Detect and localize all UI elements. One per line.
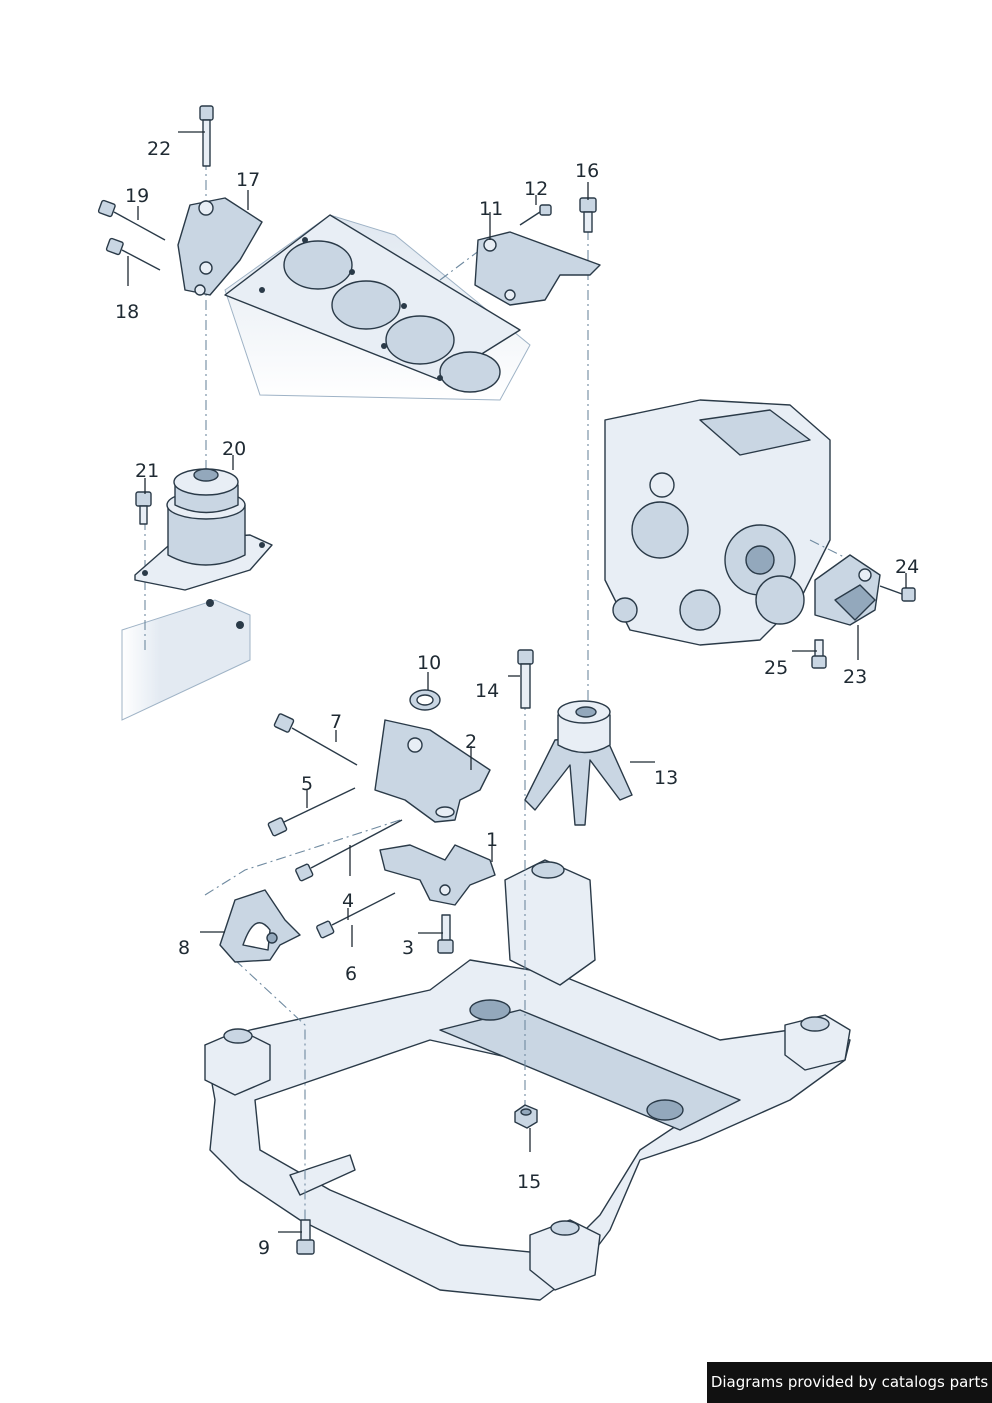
- bolt-21: [135, 491, 152, 525]
- callout-7: 7: [330, 711, 342, 733]
- bolt-19: [97, 199, 166, 241]
- side-rail: [121, 599, 251, 721]
- callout-22: 22: [147, 138, 171, 160]
- bolt-14: [517, 649, 534, 709]
- callout-19: 19: [125, 185, 149, 207]
- callout-1: 1: [486, 829, 498, 851]
- transmission-housing: [604, 399, 831, 646]
- bolt-25: [811, 639, 827, 669]
- bolt-5: [267, 787, 356, 837]
- cylinder-bore-3: [385, 315, 455, 365]
- callout-21: 21: [135, 460, 159, 482]
- engine-mount-20: [134, 468, 273, 591]
- cylinder-bore-1: [283, 240, 353, 290]
- engine-bracket-17: [177, 197, 263, 296]
- callout-4: 4: [342, 890, 354, 912]
- callout-10: 10: [417, 652, 441, 674]
- callout-14: 14: [475, 680, 499, 702]
- bolt-24: [879, 585, 916, 602]
- bolt-12: [519, 204, 552, 226]
- callout-6: 6: [345, 963, 357, 985]
- rubber-mount-8: [219, 889, 301, 963]
- subframe: [204, 859, 851, 1301]
- bolt-22: [199, 105, 214, 167]
- assembly-lines: [144, 160, 861, 1230]
- cylinder-bore-4: [439, 351, 501, 393]
- bolt-6: [295, 819, 403, 882]
- callout-9: 9: [258, 1237, 270, 1259]
- callout-18: 18: [115, 301, 139, 323]
- callout-2: 2: [465, 731, 477, 753]
- callout-20: 20: [222, 438, 246, 460]
- callout-13: 13: [654, 767, 678, 789]
- callout-3: 3: [402, 937, 414, 959]
- callout-23: 23: [843, 666, 867, 688]
- bracket-11: [474, 231, 601, 306]
- callout-17: 17: [236, 169, 260, 191]
- leader-lines: [127, 131, 907, 1233]
- bolt-7: [273, 713, 358, 766]
- bolt-18: [105, 237, 161, 271]
- callout-8: 8: [178, 937, 190, 959]
- nut-15: [514, 1104, 538, 1129]
- bolt-9: [296, 1219, 315, 1255]
- bracket-1: [379, 844, 496, 906]
- callout-25: 25: [764, 657, 788, 679]
- engine-block: [224, 214, 531, 401]
- bolt-3: [437, 914, 454, 954]
- callout-16: 16: [575, 160, 599, 182]
- clamp-10: [409, 689, 441, 711]
- bolt-4: [316, 892, 396, 939]
- support-mount-13: [524, 700, 633, 826]
- bolt-16: [579, 197, 597, 233]
- callout-labels: 1 2 3 4 5 6 7 8 9 10 11 12 13 14 15 16 1…: [115, 138, 919, 1259]
- transmission-mount-23: [814, 554, 881, 626]
- cylinder-bore-2: [331, 280, 401, 330]
- bracket-2: [374, 719, 491, 823]
- credit-banner: Diagrams provided by catalogs parts: [707, 1362, 992, 1403]
- callout-15: 15: [517, 1171, 541, 1193]
- callout-5: 5: [301, 773, 313, 795]
- callout-11: 11: [479, 198, 503, 220]
- callout-24: 24: [895, 556, 919, 578]
- callout-12: 12: [524, 178, 548, 200]
